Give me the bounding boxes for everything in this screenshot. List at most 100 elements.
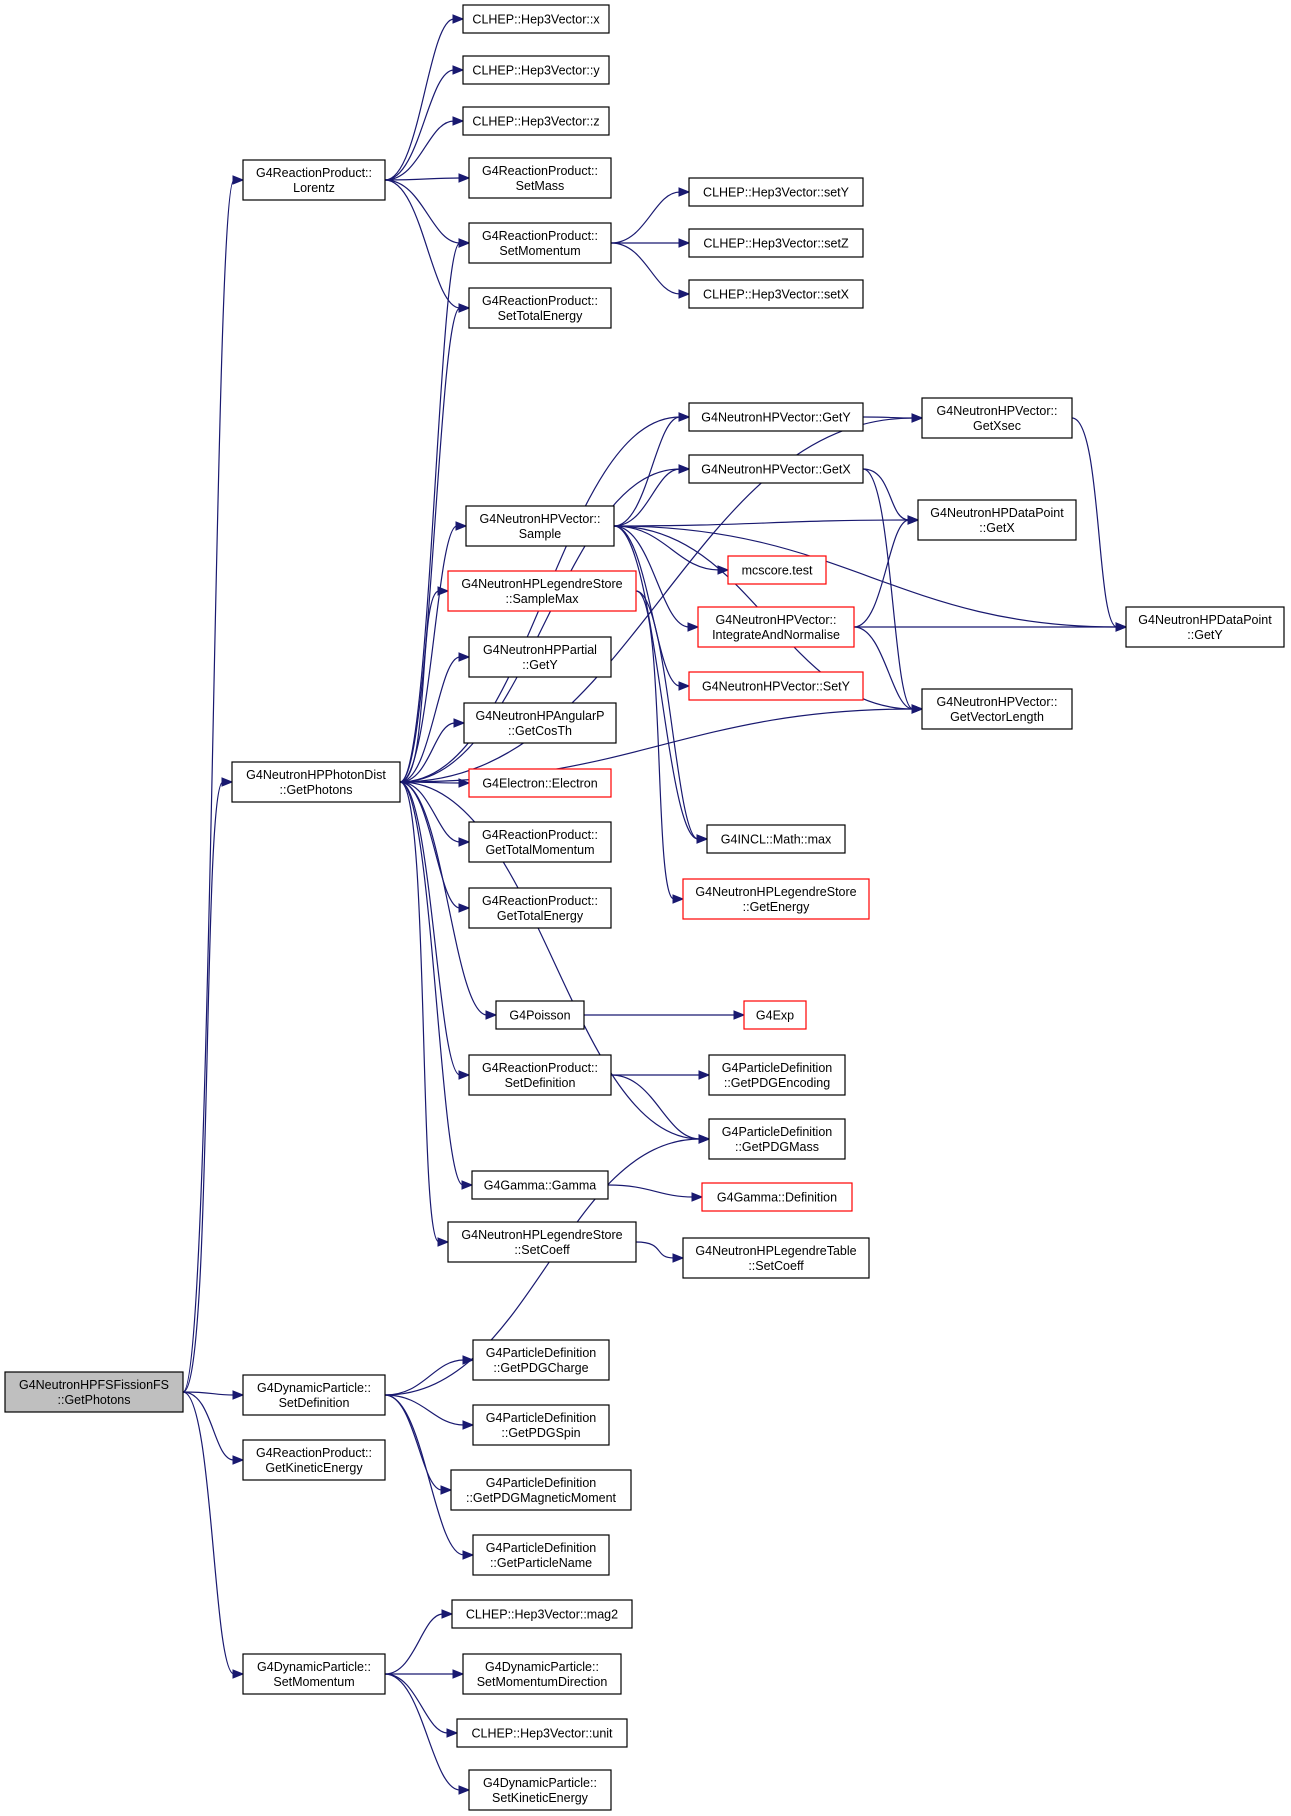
node-vsety[interactable]: G4NeutronHPVector::SetY	[688, 671, 864, 701]
node-label-line: G4NeutronHPFSFissionFS	[19, 1378, 169, 1392]
edge-line	[613, 525, 699, 840]
node-hy[interactable]: CLHEP::Hep3Vector::y	[462, 55, 610, 85]
node-label-line: GetTotalEnergy	[497, 909, 584, 923]
node-label-line: CLHEP::Hep3Vector::setY	[703, 186, 850, 200]
node-rpsetmom[interactable]: G4ReactionProduct::SetMomentum	[468, 222, 612, 264]
node-label-line: G4NeutronHPDataPoint	[1138, 613, 1272, 627]
node-hz[interactable]: CLHEP::Hep3Vector::z	[462, 106, 610, 136]
edge-line	[635, 590, 699, 840]
node-label-line: CLHEP::Hep3Vector::z	[472, 115, 599, 129]
node-mcs[interactable]: mcscore.test	[727, 555, 827, 585]
node-dpgetx[interactable]: G4NeutronHPDataPoint::GetX	[917, 499, 1077, 541]
edge-line	[399, 590, 440, 783]
edge-line	[610, 191, 681, 244]
node-rpgettm[interactable]: G4ReactionProduct::GetTotalMomentum	[468, 821, 612, 863]
node-hsety[interactable]: CLHEP::Hep3Vector::setY	[688, 177, 864, 207]
node-dpsetmomdir[interactable]: G4DynamicParticle::SetMomentumDirection	[462, 1653, 622, 1695]
node-label-line: ::GetParticleName	[490, 1556, 592, 1570]
node-rpsetdef[interactable]: G4ReactionProduct::SetDefinition	[468, 1054, 612, 1096]
edge-vsample-to-vintnorm	[613, 525, 700, 632]
node-lssetcoeff[interactable]: G4NeutronHPLegendreStore::SetCoeff	[447, 1221, 637, 1263]
node-pdgspin[interactable]: G4ParticleDefinition::GetPDGSpin	[472, 1404, 610, 1446]
node-box	[242, 1374, 386, 1416]
edge-vgetxsec-to-dpgety	[1071, 417, 1128, 632]
node-partgety[interactable]: G4NeutronHPPartial::GetY	[468, 636, 612, 678]
edge-vgety-to-vgetxsec	[862, 413, 924, 423]
node-inclmax[interactable]: G4INCL::Math::max	[706, 824, 846, 854]
node-pdgenc[interactable]: G4ParticleDefinition::GetPDGEncoding	[708, 1054, 846, 1096]
node-box	[468, 768, 612, 798]
node-rpgetke[interactable]: G4ReactionProduct::GetKineticEnergy	[242, 1439, 386, 1481]
node-box	[688, 177, 864, 207]
node-angcos[interactable]: G4NeutronHPAngularP::GetCosTh	[463, 702, 617, 744]
edge-photons-to-lssetcoeff	[399, 781, 450, 1247]
node-label-line: mcscore.test	[742, 564, 813, 578]
edge-line	[853, 519, 910, 628]
node-pname[interactable]: G4ParticleDefinition::GetParticleName	[472, 1534, 610, 1576]
node-pdgcharge[interactable]: G4ParticleDefinition::GetPDGCharge	[472, 1339, 610, 1381]
arrowhead-icon	[458, 1070, 471, 1080]
node-g4exp[interactable]: G4Exp	[743, 1000, 807, 1030]
node-label-line: G4NeutronHPLegendreStore	[461, 577, 622, 591]
node-label-line: ::GetEnergy	[743, 900, 810, 914]
node-pdgmag[interactable]: G4ParticleDefinition::GetPDGMagneticMome…	[450, 1469, 632, 1511]
node-gammadef[interactable]: G4Gamma::Definition	[701, 1182, 853, 1212]
node-label-line: G4Electron::Electron	[482, 777, 597, 791]
edge-photons-to-rpgettm	[399, 781, 471, 847]
node-box	[697, 606, 855, 648]
edge-line	[182, 781, 224, 1393]
node-lssamplemax[interactable]: G4NeutronHPLegendreStore::SampleMax	[447, 570, 637, 612]
node-label-line: SetMomentum	[499, 244, 580, 258]
node-box	[450, 1469, 632, 1511]
node-dpsetmom[interactable]: G4DynamicParticle::SetMomentum	[242, 1653, 386, 1695]
node-unit[interactable]: CLHEP::Hep3Vector::unit	[456, 1718, 628, 1748]
node-rpsetmass[interactable]: G4ReactionProduct::SetMass	[468, 157, 612, 199]
arrowhead-icon	[452, 65, 465, 75]
node-hsetx[interactable]: CLHEP::Hep3Vector::setX	[688, 279, 864, 309]
node-label-line: G4ParticleDefinition	[486, 1541, 597, 1555]
node-vintnorm[interactable]: G4NeutronHPVector::IntegrateAndNormalise	[697, 606, 855, 648]
node-hx[interactable]: CLHEP::Hep3Vector::x	[462, 4, 610, 34]
node-label-line: G4NeutronHPDataPoint	[930, 506, 1064, 520]
node-vgety[interactable]: G4NeutronHPVector::GetY	[688, 402, 864, 432]
arrowhead-icon	[461, 1180, 474, 1190]
node-label-line: SetDefinition	[279, 1396, 350, 1410]
node-vgetxsec[interactable]: G4NeutronHPVector::GetXsec	[921, 397, 1073, 439]
node-poisson[interactable]: G4Poisson	[495, 1000, 585, 1030]
node-pdgmass[interactable]: G4ParticleDefinition::GetPDGMass	[708, 1118, 846, 1160]
node-electron[interactable]: G4Electron::Electron	[468, 768, 612, 798]
node-rpgette[interactable]: G4ReactionProduct::GetTotalEnergy	[468, 887, 612, 929]
node-label-line: G4ReactionProduct::	[482, 164, 598, 178]
node-label-line: ::GetCosTh	[508, 724, 572, 738]
arrowhead-icon	[698, 1134, 711, 1144]
edge-lssamplemax-to-lsgetenergy	[635, 590, 685, 904]
node-vsample[interactable]: G4NeutronHPVector::Sample	[465, 505, 615, 547]
node-lorentz[interactable]: G4ReactionProduct::Lorentz	[242, 159, 386, 201]
edge-dpsetdef-to-pdgspin	[384, 1394, 475, 1430]
node-dpsetdef[interactable]: G4DynamicParticle::SetDefinition	[242, 1374, 386, 1416]
node-root[interactable]: G4NeutronHPFSFissionFS::GetPhotons	[4, 1371, 184, 1413]
node-box	[231, 761, 401, 803]
node-box	[917, 499, 1077, 541]
node-mag2[interactable]: CLHEP::Hep3Vector::mag2	[451, 1599, 633, 1629]
node-box	[242, 1653, 386, 1695]
arrowhead-icon	[678, 412, 691, 422]
node-gamma[interactable]: G4Gamma::Gamma	[471, 1170, 609, 1200]
node-vgetlen[interactable]: G4NeutronHPVector::GetVectorLength	[921, 688, 1073, 730]
edge-dpsetdef-to-pdgmag	[384, 1394, 453, 1495]
node-photons[interactable]: G4NeutronHPPhotonDist::GetPhotons	[231, 761, 401, 803]
node-hsetz[interactable]: CLHEP::Hep3Vector::setZ	[688, 228, 864, 258]
node-rpsette[interactable]: G4ReactionProduct::SetTotalEnergy	[468, 287, 612, 329]
node-ltsetcoeff[interactable]: G4NeutronHPLegendreTable::SetCoeff	[682, 1237, 870, 1279]
node-box	[465, 505, 615, 547]
node-vgetx[interactable]: G4NeutronHPVector::GetX	[688, 454, 864, 484]
edge-rpsetdef-to-pdgmass	[610, 1074, 711, 1144]
node-box	[472, 1534, 610, 1576]
node-dpsetke[interactable]: G4DynamicParticle::SetKineticEnergy	[468, 1769, 612, 1811]
edge-photons-to-rpsetdef	[399, 781, 471, 1080]
node-dpgety[interactable]: G4NeutronHPDataPoint::GetY	[1125, 606, 1285, 648]
node-box	[921, 688, 1073, 730]
arrowhead-icon	[452, 14, 465, 24]
node-lsgetenergy[interactable]: G4NeutronHPLegendreStore::GetEnergy	[682, 878, 870, 920]
node-label-line: CLHEP::Hep3Vector::setX	[703, 288, 850, 302]
